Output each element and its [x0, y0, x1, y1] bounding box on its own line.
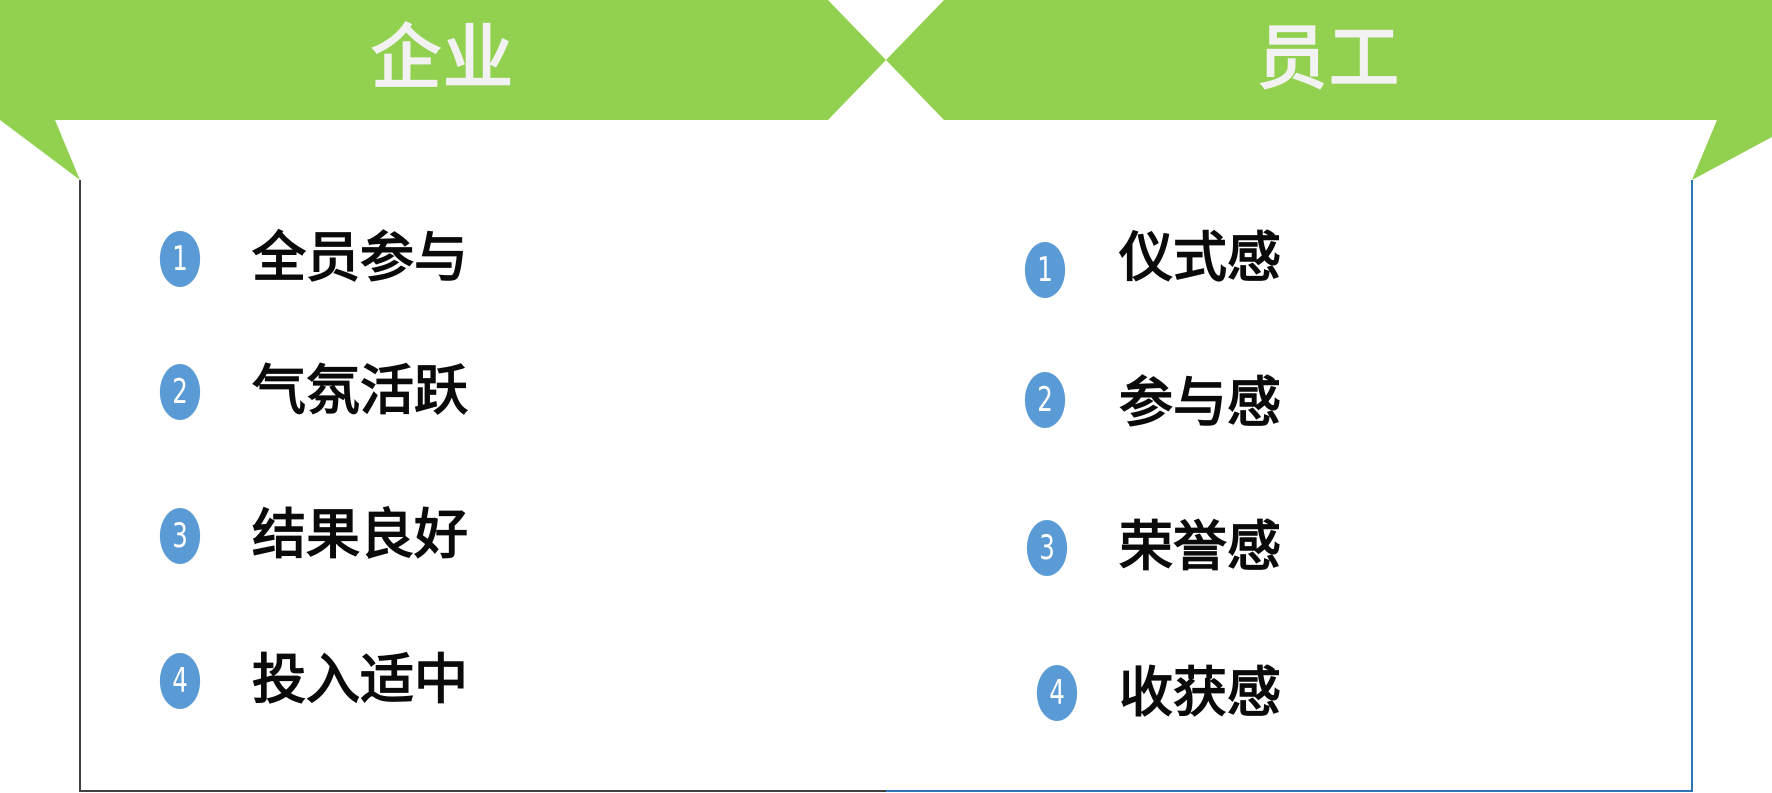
- left-panel-frame: [79, 180, 886, 792]
- left-item-label-3: 结果良好: [252, 503, 468, 566]
- number-badge-3: 3: [1026, 520, 1068, 576]
- left-item-label-2: 气氛活跃: [252, 359, 468, 422]
- number-badge-4: 4: [159, 653, 201, 709]
- right-item-label-2: 参与感: [1119, 371, 1281, 434]
- number-badge-2: 2: [159, 364, 201, 420]
- left-panel-title: 企业: [371, 17, 515, 99]
- left-banner-fold: [0, 120, 80, 180]
- left-header-banner: [0, 0, 886, 120]
- left-item-label-4: 投入适中: [252, 648, 468, 711]
- number-badge-2: 2: [1024, 372, 1066, 428]
- number-badge-4: 4: [1036, 665, 1078, 721]
- right-panel-title: 员工: [1257, 17, 1401, 99]
- right-banner-fold: [1692, 120, 1772, 180]
- number-badge-3: 3: [159, 508, 201, 564]
- right-panel-frame: [886, 180, 1693, 792]
- right-item-label-4: 收获感: [1119, 661, 1281, 724]
- number-badge-1: 1: [1024, 242, 1066, 298]
- right-item-label-1: 仪式感: [1119, 226, 1281, 289]
- right-header-banner: [886, 0, 1772, 120]
- number-badge-1: 1: [159, 231, 201, 287]
- right-item-label-3: 荣誉感: [1119, 515, 1281, 578]
- left-item-label-1: 全员参与: [252, 226, 468, 289]
